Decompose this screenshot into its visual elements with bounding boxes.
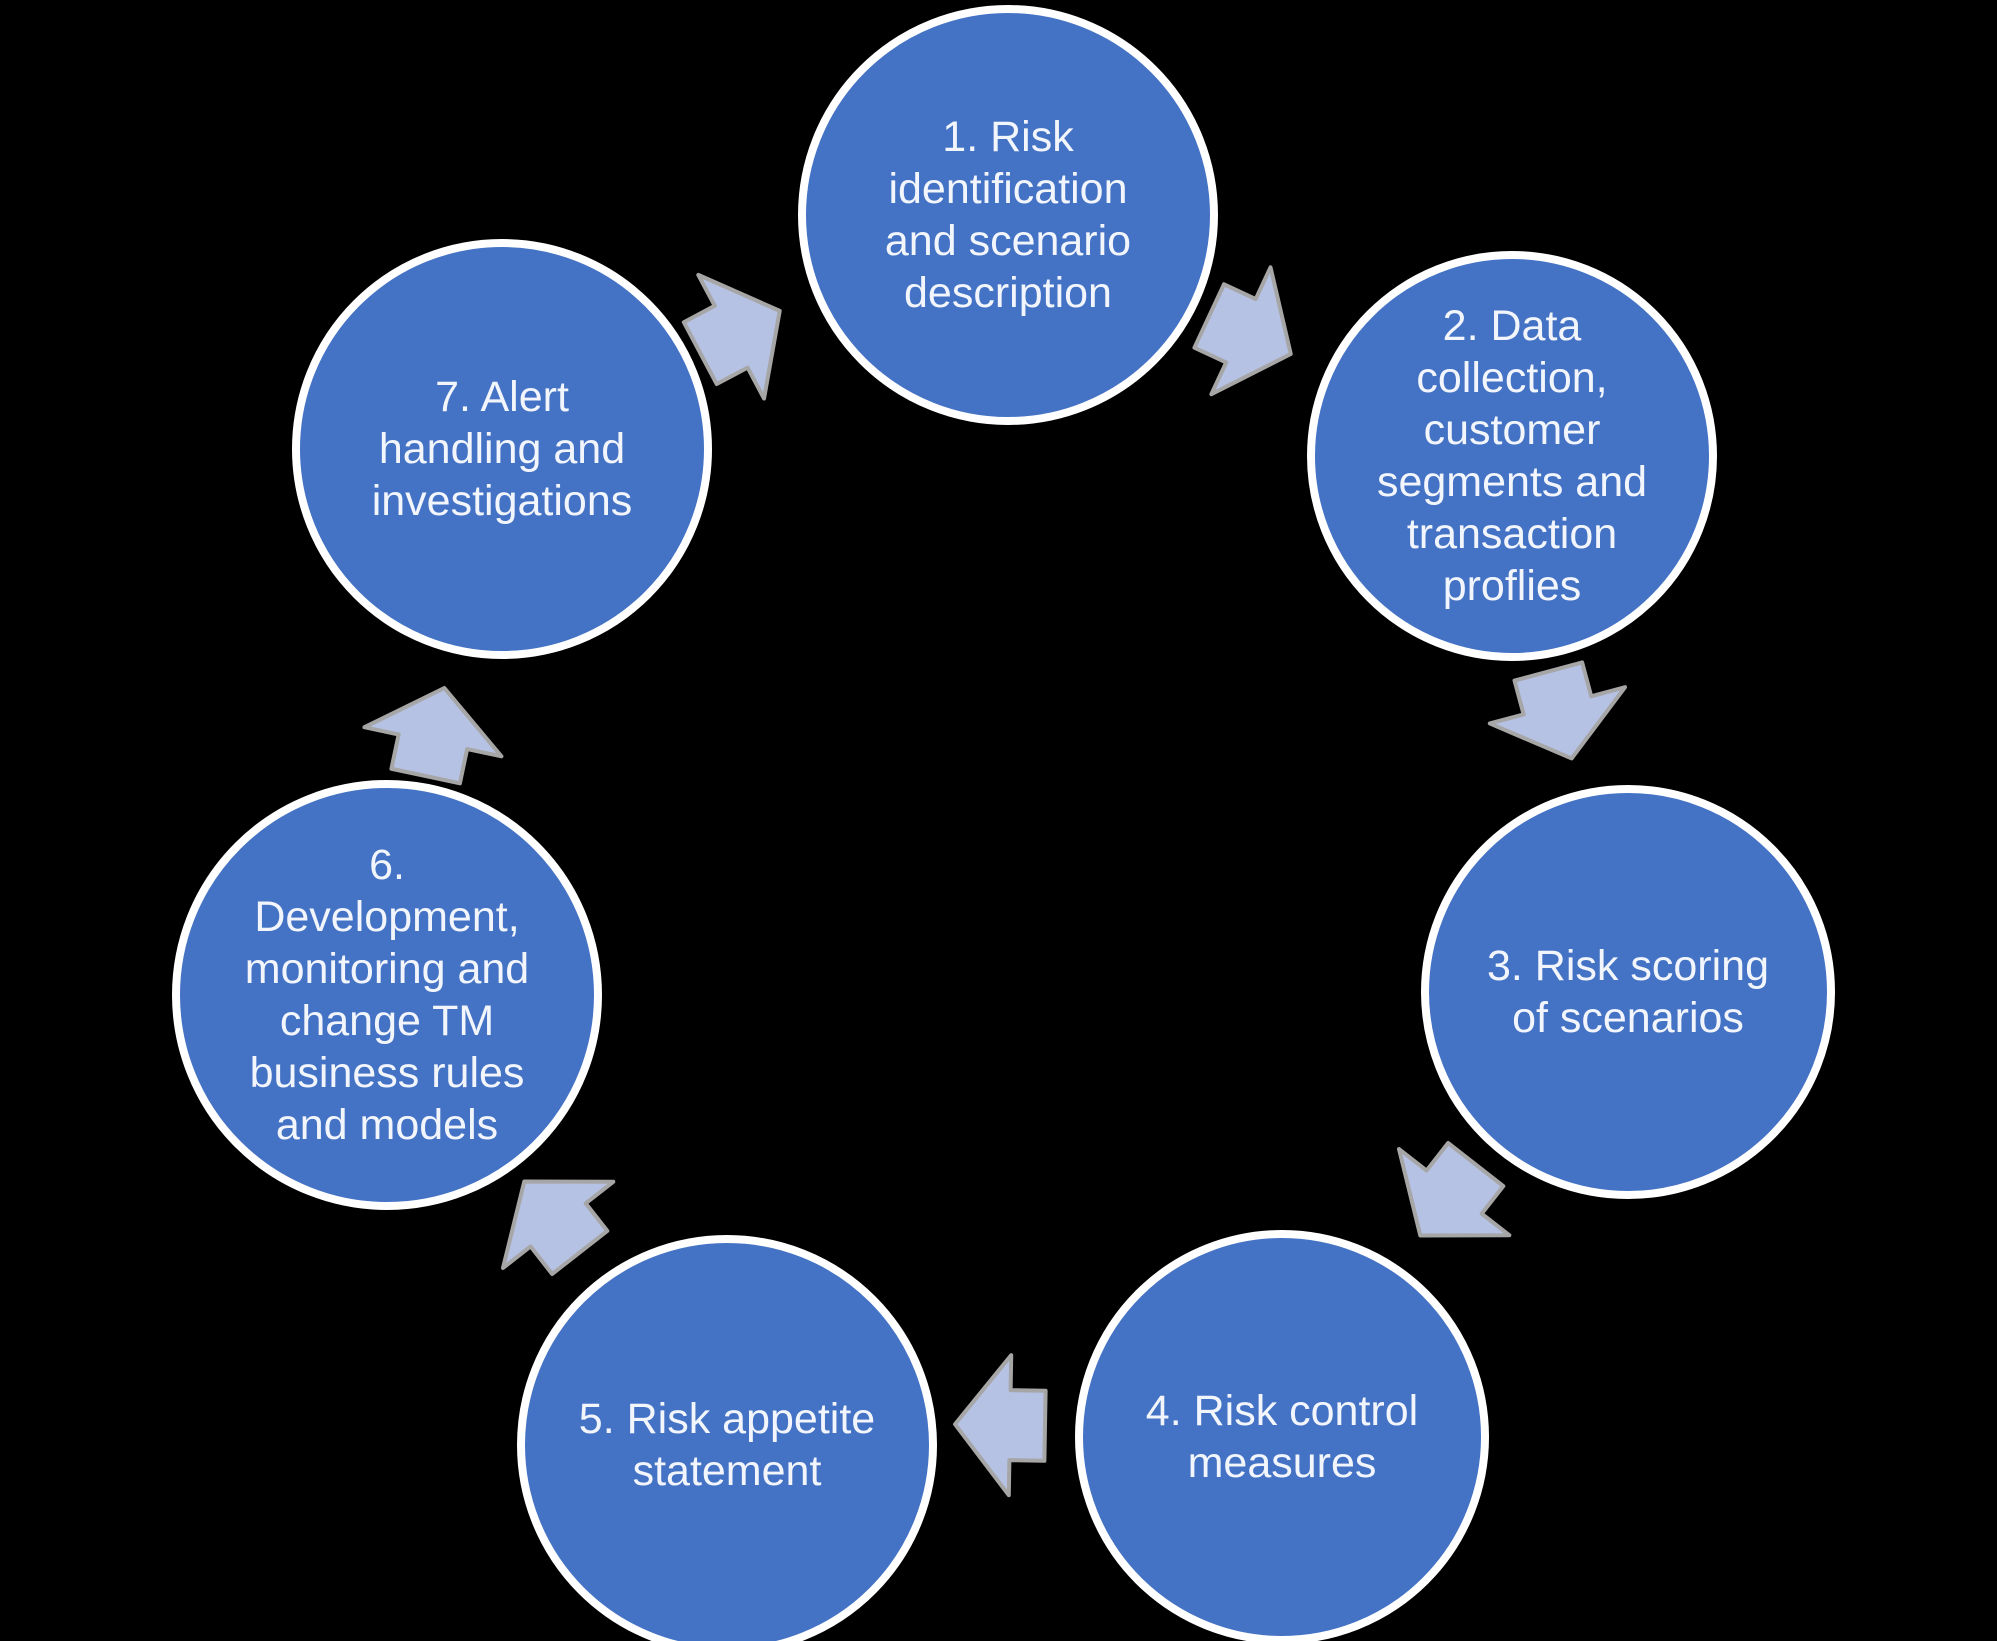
node-step-2-label: 2. Data collection, customer segments an… (1376, 301, 1648, 611)
arrow-step3-to-step4-icon (1396, 1140, 1512, 1238)
node-step-1-label: 1. Risk identification and scenario desc… (884, 112, 1132, 318)
node-step-6-label: 6. Development, monitoring and change TM… (244, 840, 530, 1150)
arrow-step1-to-step2-icon (1192, 265, 1293, 397)
node-step-7-label: 7. Alert handling and investigations (371, 372, 633, 525)
node-step-5-label: 5. Risk appetite statement (578, 1394, 876, 1495)
node-step-7: 7. Alert handling and investigations (292, 239, 712, 659)
arrow-step7-to-step1-icon (681, 272, 782, 401)
arrow-step2-to-step3-icon (1487, 660, 1628, 761)
node-step-5: 5. Risk appetite statement (517, 1235, 937, 1641)
node-step-4-label: 4. Risk control measures (1145, 1386, 1419, 1487)
node-step-4: 4. Risk control measures (1075, 1230, 1489, 1641)
node-step-2: 2. Data collection, customer segments an… (1307, 251, 1717, 661)
arrow-step5-to-step6-icon (500, 1179, 616, 1277)
node-step-3-label: 3. Risk scoring of scenarios (1487, 941, 1769, 1042)
node-step-3: 3. Risk scoring of scenarios (1421, 785, 1835, 1199)
node-step-1: 1. Risk identification and scenario desc… (798, 5, 1218, 425)
node-step-6: 6. Development, monitoring and change TM… (172, 780, 602, 1210)
arrow-step6-to-step7-icon (362, 685, 504, 786)
arrow-step4-to-step5-icon (953, 1353, 1048, 1498)
